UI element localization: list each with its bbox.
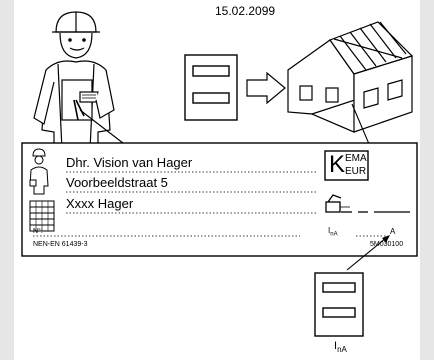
number-prefix: N°: <box>33 228 43 235</box>
distribution-board-icon <box>184 54 238 121</box>
street-address: Voorbeeldstraat 5 <box>66 175 168 190</box>
installation-label <box>21 142 418 257</box>
meter-cabinet-icon <box>314 272 364 337</box>
house-icon <box>287 21 414 133</box>
kema-k-letter: K <box>329 151 346 178</box>
date-label: 15.02.2099 <box>215 4 276 18</box>
reference-code: 5M030100 <box>370 241 404 248</box>
kema-top-text: EMA <box>345 153 367 164</box>
installer-name: Xxxx Hager <box>66 196 134 211</box>
arrow-icon <box>246 71 286 105</box>
kema-bottom-text: EUR <box>345 166 367 177</box>
small-board-icon <box>29 200 55 232</box>
rcd-switch-icon <box>325 194 410 213</box>
small-worker-icon <box>29 148 49 195</box>
owner-name: Dhr. Vision van Hager <box>66 155 193 170</box>
worker-icon <box>33 11 115 151</box>
cabinet-arrow-icon <box>346 235 390 271</box>
standard-label: NEN-EN 61439-3 <box>33 241 88 248</box>
bottom-rcd-label: InA <box>334 340 347 355</box>
rcd-current-symbol: InA <box>328 226 338 238</box>
rcd-unit: A <box>390 227 396 236</box>
